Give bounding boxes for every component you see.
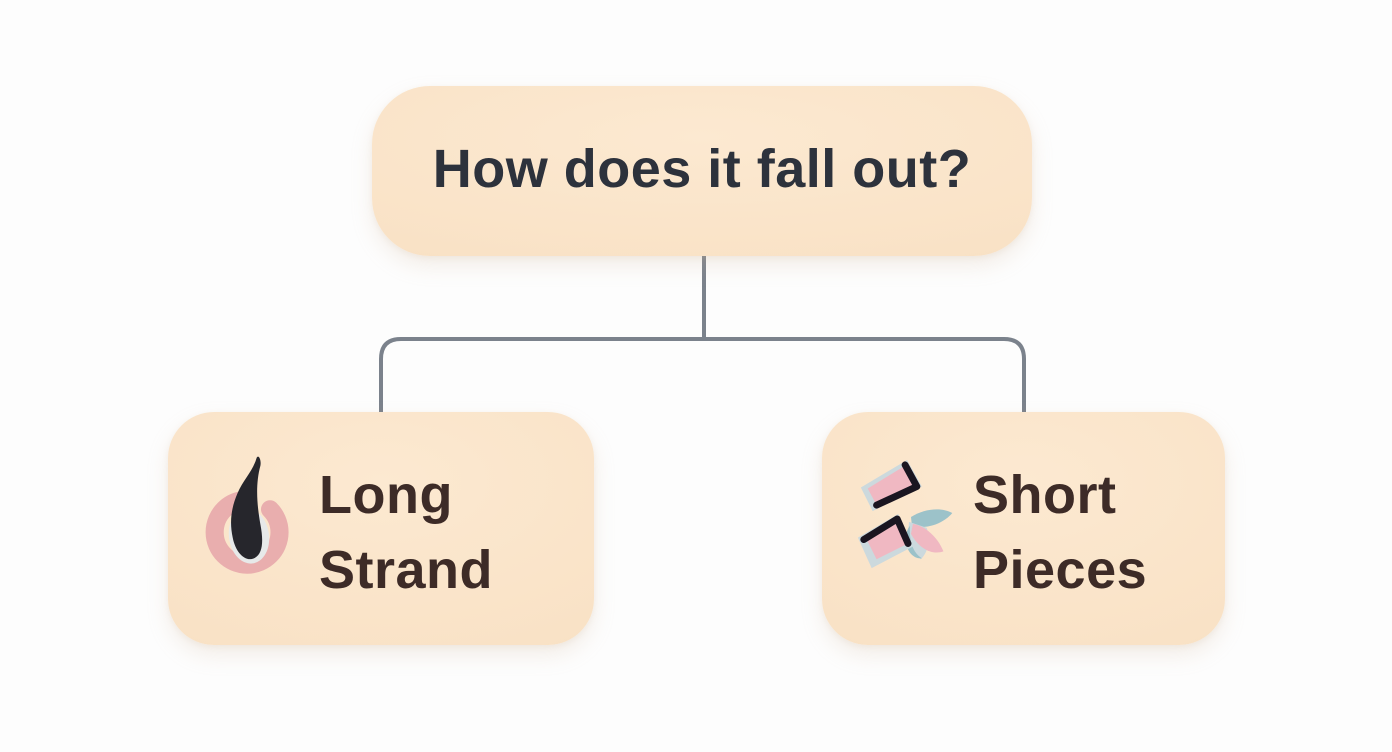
shard-top-shape — [860, 459, 922, 511]
broken-hair-pieces-icon — [857, 459, 953, 568]
hair-follicle-icon — [205, 456, 289, 574]
shard-petal-shape — [905, 521, 944, 559]
long-strand-label: Long Strand — [319, 464, 494, 600]
node-long-strand: Long Strand — [168, 412, 594, 645]
node-short-pieces: Short Pieces — [822, 412, 1225, 645]
node-question: How does it fall out? — [372, 86, 1032, 256]
short-pieces-label: Short Pieces — [973, 464, 1148, 600]
shard-bottom-shape — [857, 513, 913, 568]
connector-bracket — [379, 337, 1026, 412]
hair-strand-shape — [231, 456, 263, 559]
question-label: How does it fall out? — [432, 139, 972, 199]
follicle-cup-shape — [205, 490, 289, 574]
shard-blue-sliver-shape — [910, 508, 953, 527]
